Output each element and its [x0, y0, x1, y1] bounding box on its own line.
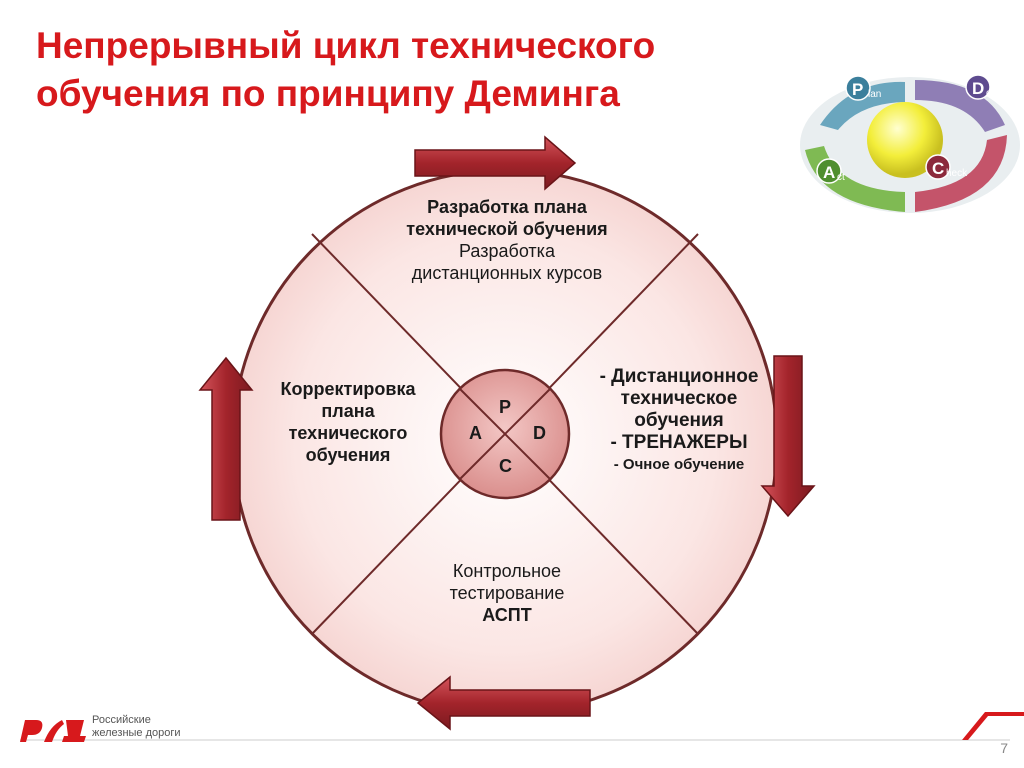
center-letter-d: D — [533, 423, 546, 443]
pdca-do-arc — [915, 80, 1005, 132]
footer-red-stripe — [962, 712, 1024, 740]
pdca-check-arc — [915, 135, 1007, 212]
quadrant-top-line-2: технической обучения — [406, 219, 608, 239]
pdca-sun — [867, 102, 943, 178]
arrow-left-bottom — [416, 675, 591, 731]
logo-line-1: Российские — [92, 714, 151, 726]
quadrant-top-line-4: дистанционных курсов — [411, 263, 603, 283]
pdca-plan-rest: lan — [868, 89, 881, 100]
quadrant-top-line-3: Разработка — [459, 241, 555, 261]
title-line-1: Непрерывный цикл технического — [36, 25, 656, 66]
quadrant-right-text: - Дистанционное техническое обучения - Т… — [574, 366, 784, 476]
rzd-logo-icon — [20, 720, 86, 742]
logo-line-2: железные дороги — [92, 727, 181, 739]
pdca-act-rest: ct — [837, 172, 845, 183]
center-letter-c: C — [499, 456, 512, 476]
quadrant-right-line-3: обучения — [634, 410, 724, 431]
quadrant-left-line-1: Корректировка — [280, 379, 416, 399]
logo-caption: Российские железные дороги — [92, 714, 181, 740]
quadrant-left-text: Корректировка плана технического обучени… — [250, 378, 446, 466]
pdca-check-letter: C — [932, 159, 944, 178]
pdca-act-letter: A — [823, 163, 835, 182]
pdca-plan-arc — [820, 81, 905, 130]
quadrant-left-line-4: обучения — [305, 445, 391, 465]
quadrant-top-line-1: Разработка плана — [427, 197, 587, 217]
arrow-up-left — [198, 356, 254, 521]
page-title: Непрерывный цикл технического обучения п… — [36, 22, 836, 118]
quadrant-left-line-3: технического — [288, 423, 408, 443]
quadrant-right-line-4: - ТРЕНАЖЕРЫ — [610, 432, 748, 453]
arrow-down-right — [760, 355, 816, 518]
quadrant-bottom-text: Контрольное тестирование АСПТ — [400, 560, 614, 626]
arrow-right-top — [414, 135, 577, 191]
title-line-2: обучения по принципу Деминга — [36, 73, 620, 114]
quadrant-bottom-line-2: тестирование — [449, 583, 565, 603]
page-number: 7 — [1000, 740, 1008, 756]
pdca-badge: P lan D o C heck A ct — [800, 74, 1020, 213]
center-divider-2 — [459, 388, 551, 480]
pdca-check-rest: heck — [946, 168, 968, 179]
pdca-plan-letter: P — [852, 80, 863, 99]
center-letter-p: P — [499, 397, 512, 417]
quadrant-right-line-2: техническое — [620, 388, 738, 409]
quadrant-right-line-5: - Очное обучение — [613, 456, 745, 473]
quadrant-top-text: Разработка плана технической обучения Ра… — [360, 196, 654, 284]
quadrant-bottom-line-3: АСПТ — [482, 605, 532, 625]
quadrant-left-line-2: плана — [321, 401, 375, 421]
quadrant-right-line-1: - Дистанционное — [599, 366, 759, 387]
center-letter-a: A — [469, 423, 482, 443]
quadrant-bottom-line-1: Контрольное — [452, 561, 562, 581]
pdca-do-letter: D — [972, 79, 984, 98]
pdca-do-rest: o — [986, 88, 992, 99]
